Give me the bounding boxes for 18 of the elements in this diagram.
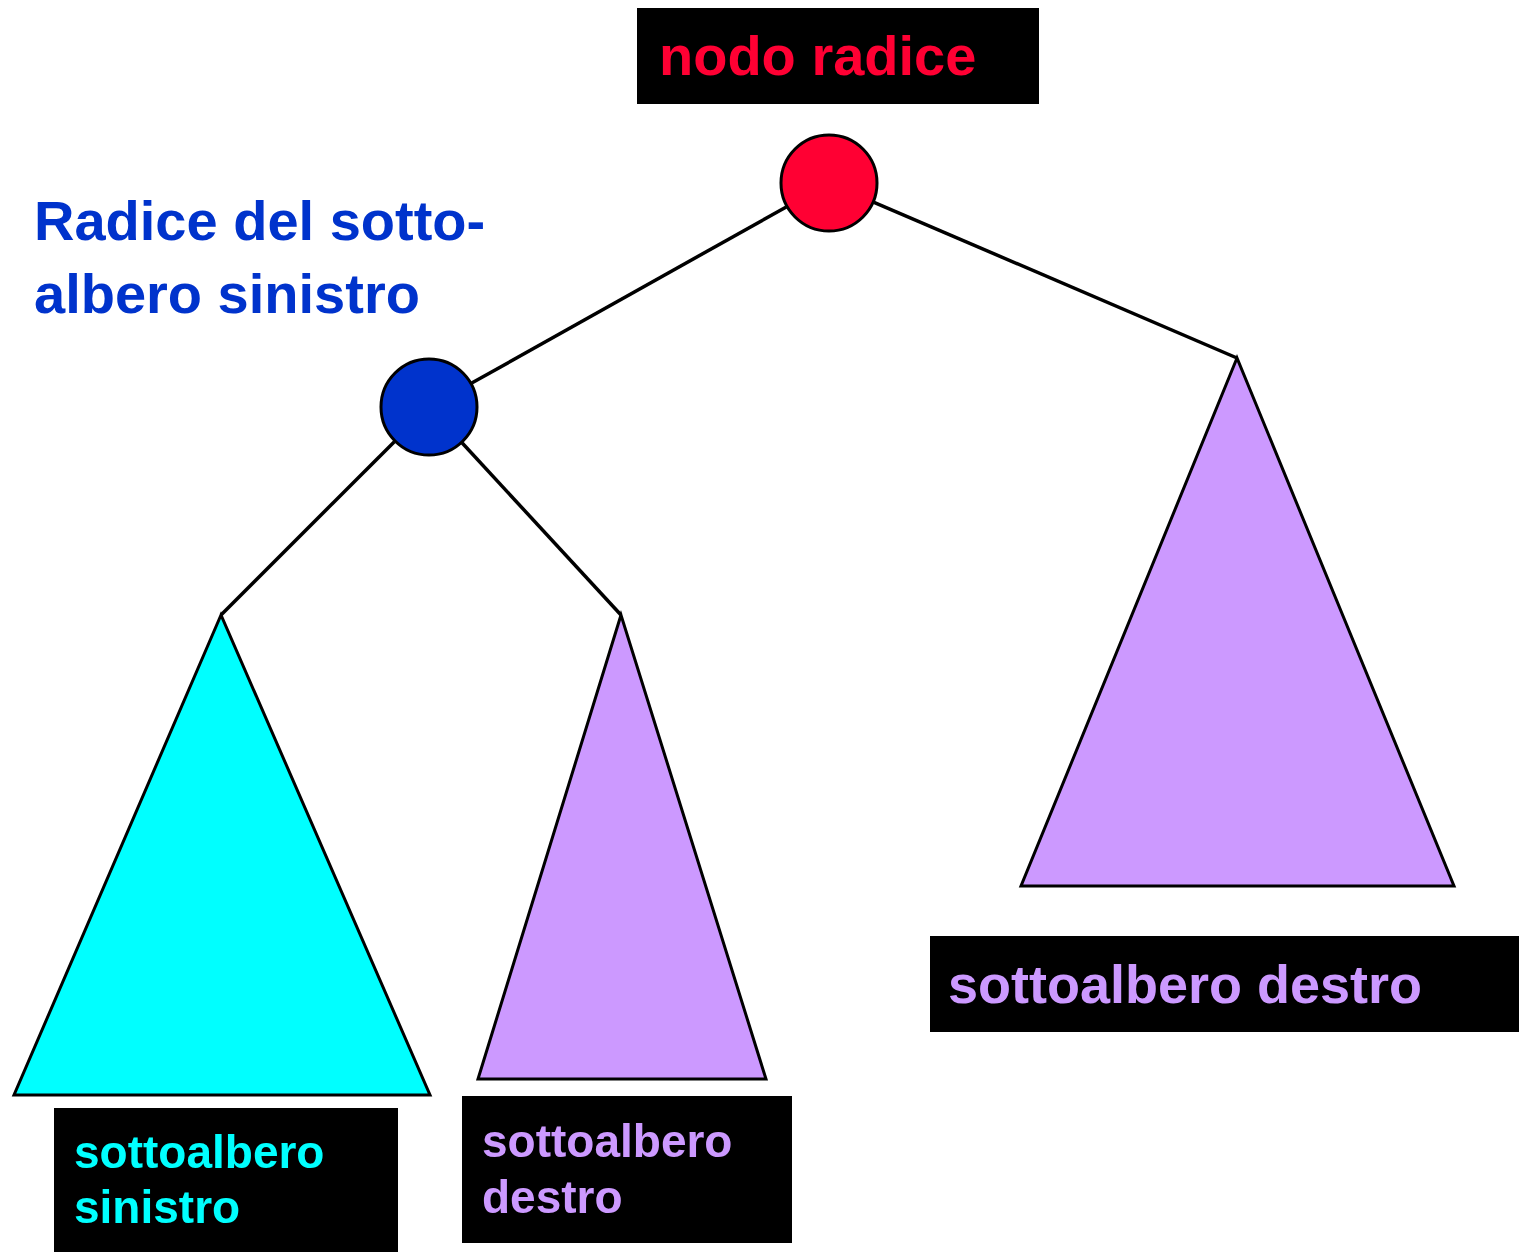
subtree-label: sottoalbero sinistro xyxy=(74,1124,326,1235)
label-box xyxy=(462,1096,792,1243)
label-box xyxy=(930,936,1519,1032)
label-box xyxy=(637,8,1039,104)
subtree-triangle xyxy=(476,613,768,1081)
subtree-label: sottoalbero destro xyxy=(482,1114,734,1225)
subtree-triangle xyxy=(1019,356,1456,888)
label-box xyxy=(54,1108,398,1252)
tree-node-circle xyxy=(779,133,879,233)
tree-node-circle xyxy=(379,357,479,457)
subtree-triangle xyxy=(12,613,432,1097)
node-caption: Radice del sotto-albero sinistro xyxy=(34,188,487,327)
tree-edge xyxy=(219,440,396,617)
tree-edge xyxy=(873,200,1238,360)
tree-edge xyxy=(470,205,788,385)
subtree-label: sottoalbero destro xyxy=(948,952,1423,1016)
tree-edge xyxy=(460,441,623,617)
subtree-label: nodo radice xyxy=(659,23,977,90)
